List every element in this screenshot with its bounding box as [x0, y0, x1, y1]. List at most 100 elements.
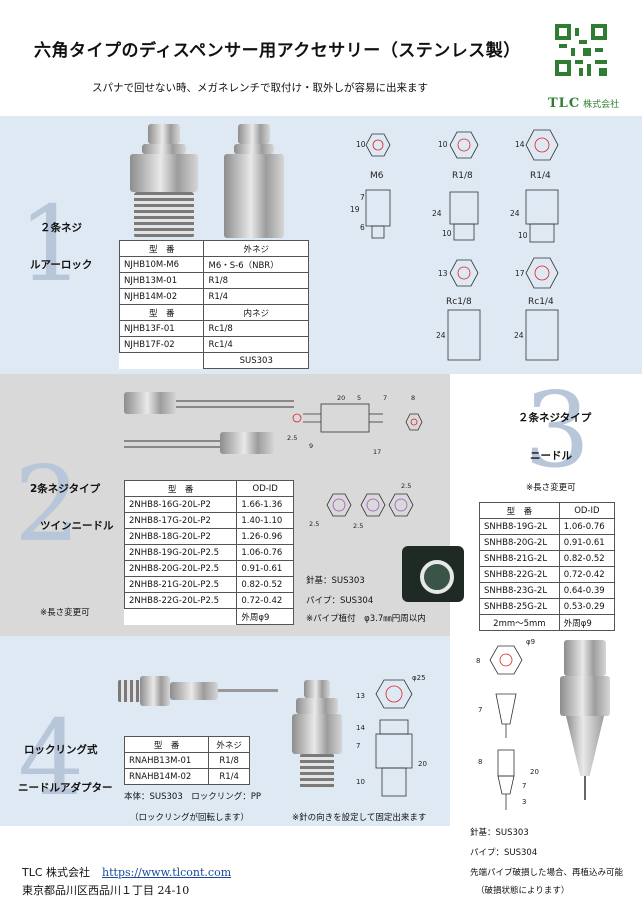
page-subtitle: スパナで回せない時、メガネレンチで取付け・取外しが容易に出来ます	[92, 82, 428, 94]
svg-text:2.5: 2.5	[401, 482, 411, 490]
section-3-number: 3	[524, 369, 591, 491]
s1-drawings: 10 10 14 M6 R1/8 R1/4 197 6 24 10 24 10 13 17…	[350, 129, 559, 361]
svg-text:9: 9	[309, 442, 313, 450]
svg-text:24: 24	[510, 209, 520, 218]
photo-needle-adapter	[118, 676, 278, 706]
svg-text:M6: M6	[370, 171, 384, 181]
s3-label-type: ２条ネジタイプ	[518, 412, 592, 424]
s2-pipe-material: パイプ：SUS304	[306, 596, 374, 606]
s2-length-note: ※長さ変更可	[40, 608, 90, 618]
svg-text:6: 6	[360, 223, 365, 232]
s3-repair-note: 先端パイプ破損した場合、再植込み可能	[470, 868, 624, 878]
svg-text:10: 10	[518, 231, 528, 240]
svg-text:2.5: 2.5	[309, 520, 319, 528]
s2-hex-views: 2.5 2.5 2.5	[309, 482, 414, 530]
s4-ring-note: （ロックリングが回転します）	[130, 813, 250, 823]
svg-text:17: 17	[373, 448, 381, 456]
svg-text:7: 7	[360, 193, 365, 202]
s2-pipe-note: ※パイプ植付 φ3.7㎜円周以内	[306, 614, 426, 624]
svg-text:2.5: 2.5	[353, 522, 363, 530]
s4-fix-note: ※針の向きを設定して固定出来ます	[292, 813, 427, 823]
svg-text:Rc1/4: Rc1/4	[528, 297, 554, 307]
s2-base-material: 針基：SUS303	[306, 576, 365, 586]
svg-text:10: 10	[442, 229, 452, 238]
svg-text:14: 14	[356, 724, 365, 732]
svg-text:7: 7	[522, 782, 526, 790]
section-1-background	[0, 116, 642, 374]
section-4-number: 4	[18, 697, 85, 819]
svg-text:8: 8	[411, 394, 415, 402]
svg-text:φ25: φ25	[412, 674, 426, 682]
svg-text:φ9: φ9	[526, 638, 535, 646]
s4-material: 本体：SUS303 ロックリング：PP	[124, 792, 261, 802]
s2-label-twin: ツインニードル	[40, 520, 114, 532]
photo-needle-cap	[402, 546, 464, 602]
s3-length-note: ※長さ変更可	[526, 483, 576, 493]
s4-label-adapter: ニードルアダプター	[18, 782, 113, 794]
svg-text:10: 10	[438, 140, 448, 149]
svg-text:7: 7	[356, 742, 360, 750]
svg-text:13: 13	[438, 269, 448, 278]
s3-repair-note-2: （破損状態によります）	[476, 886, 570, 896]
svg-text:17: 17	[515, 269, 525, 278]
page-title: 六角タイプのディスペンサー用アクセサリー（ステンレス製）	[34, 41, 521, 61]
photo-needle	[556, 640, 614, 815]
svg-text:14: 14	[515, 140, 525, 149]
s1-label-luer: ルアーロック	[30, 259, 93, 271]
svg-text:13: 13	[356, 692, 365, 700]
svg-text:7: 7	[478, 706, 482, 714]
svg-text:7: 7	[383, 394, 387, 402]
svg-text:24: 24	[436, 331, 446, 340]
footer-address: 東京都品川区西品川１丁目 24-10	[22, 884, 190, 897]
svg-text:8: 8	[478, 758, 482, 766]
svg-text:24: 24	[432, 209, 442, 218]
qr-code-icon[interactable]	[555, 24, 607, 76]
svg-text:Rc1/8: Rc1/8	[446, 297, 472, 307]
svg-text:24: 24	[514, 331, 524, 340]
svg-text:5: 5	[357, 394, 361, 402]
website-link[interactable]: https://www.tlcont.com	[102, 866, 232, 879]
photo-male-adapter	[122, 124, 206, 239]
s3-drawing: 8φ9 720 73 8	[476, 638, 539, 810]
svg-text:3: 3	[522, 798, 526, 806]
photo-female-adapter	[222, 124, 286, 239]
section-1-number: 1	[18, 183, 85, 305]
section-2-number: 2	[14, 443, 81, 565]
svg-text:2.5: 2.5	[287, 434, 297, 442]
s1-label-thread: ２条ネジ	[40, 222, 82, 234]
svg-text:10: 10	[356, 140, 366, 149]
svg-text:20: 20	[418, 760, 427, 768]
s3-label-needle: ニードル	[530, 450, 572, 462]
s3-base-material: 針基：SUS303	[470, 828, 529, 838]
svg-text:R1/4: R1/4	[530, 171, 551, 181]
svg-text:8: 8	[476, 657, 480, 665]
svg-text:R1/8: R1/8	[452, 171, 473, 181]
svg-text:10: 10	[356, 778, 365, 786]
svg-text:19: 19	[350, 205, 360, 214]
